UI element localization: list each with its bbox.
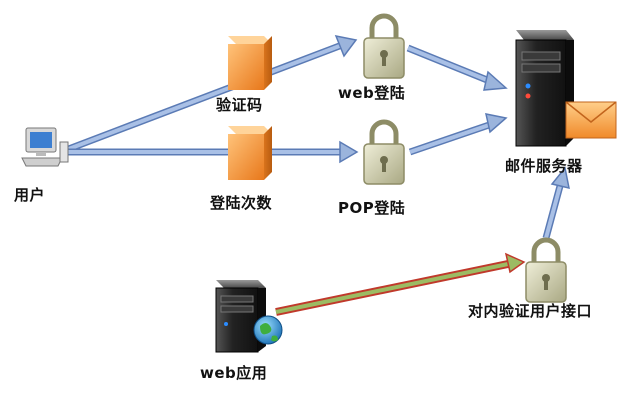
globe-icon	[253, 315, 283, 345]
padlock-icon	[525, 237, 567, 303]
orange-box-icon	[228, 126, 272, 180]
arrow-internal-auth-to-server	[542, 166, 570, 239]
orange-box-icon	[228, 36, 272, 90]
pop-login-label: POP登陆	[338, 199, 406, 217]
envelope-icon	[565, 101, 617, 139]
arrow-pop-login-to-server	[408, 113, 508, 156]
padlock-icon	[363, 13, 405, 79]
internal-auth-label: 对内验证用户接口	[468, 302, 593, 320]
padlock-icon	[363, 119, 405, 185]
login-count-label: 登陆次数	[210, 194, 273, 212]
arrow-web-login-to-server	[406, 44, 508, 91]
mail-server-label: 邮件服务器	[505, 157, 583, 175]
arrow-user-to-web-login	[64, 34, 358, 154]
server-icon	[515, 30, 574, 147]
user-label: 用户	[14, 186, 46, 204]
server-icon	[215, 280, 266, 353]
captcha-label: 验证码	[216, 96, 263, 114]
arrow-web-app-to-internal-auth	[275, 252, 526, 316]
computer-icon	[21, 127, 69, 167]
web-login-label: web登陆	[338, 84, 406, 102]
arrow-user-to-pop-login	[66, 140, 359, 164]
web-app-label: web应用	[200, 364, 268, 382]
